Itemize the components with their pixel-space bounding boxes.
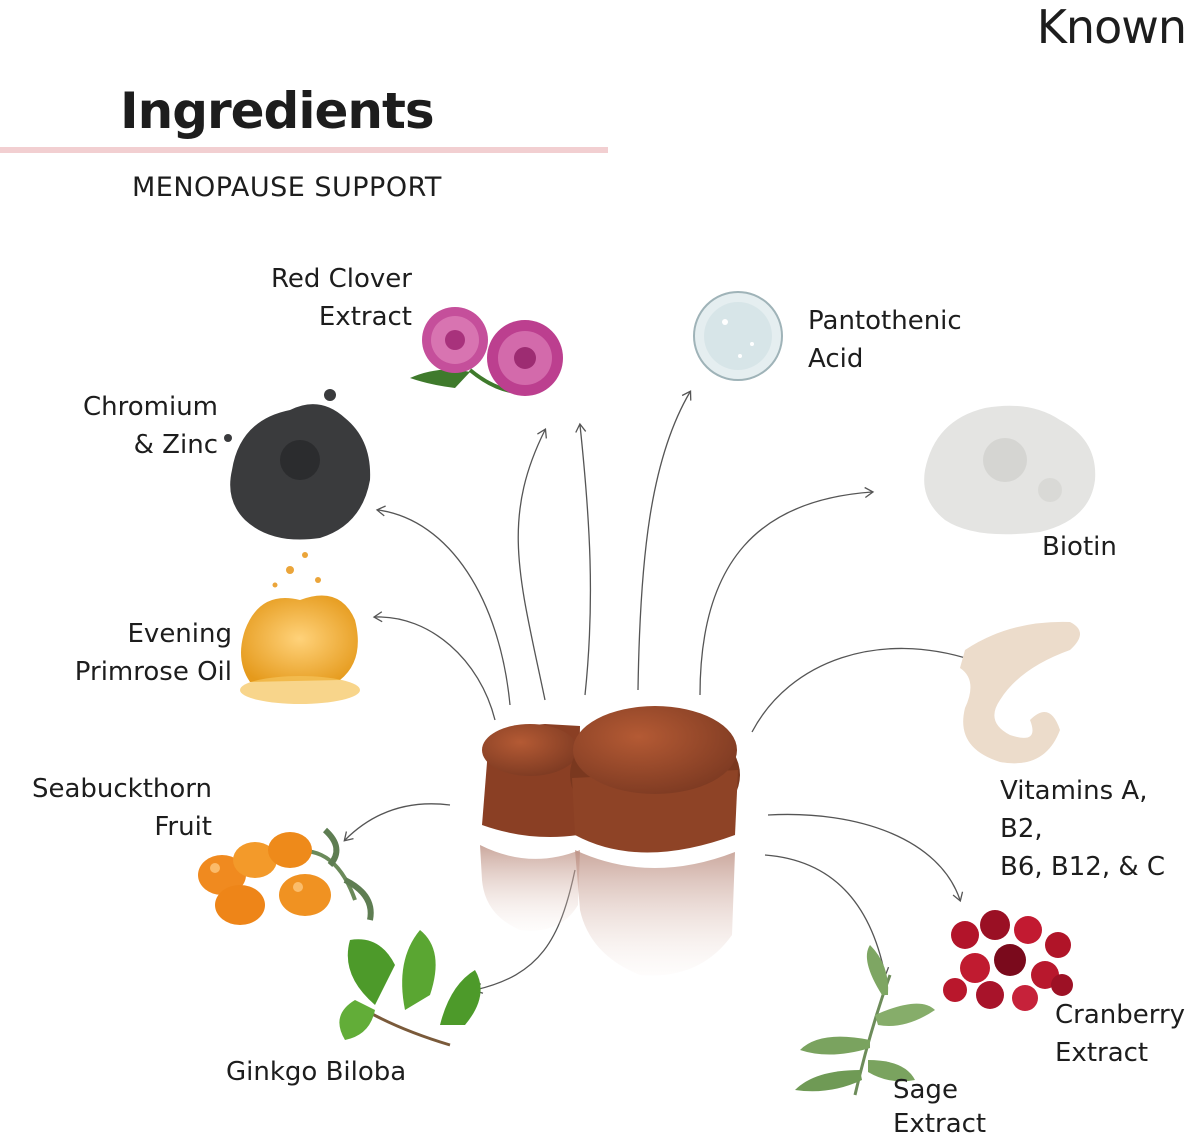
arrow-biotin bbox=[699, 486, 875, 696]
gummy-icon bbox=[482, 706, 740, 853]
sage-leaf-icon bbox=[795, 945, 935, 1096]
page-title: Ingredients bbox=[120, 82, 435, 140]
label-pantothenic: Pantothenic Acid bbox=[808, 306, 962, 374]
arrow-red-clover-2 bbox=[575, 422, 592, 696]
label-biotin: Biotin bbox=[1042, 532, 1117, 562]
label-ginkgo: Ginkgo Biloba bbox=[226, 1057, 407, 1087]
gel-drop-icon bbox=[693, 291, 783, 381]
arrow-chromium bbox=[375, 505, 511, 706]
label-cranberry: Cranberry Extract bbox=[1055, 1000, 1186, 1068]
arrow-seabuckthorn bbox=[343, 803, 451, 842]
page-subtitle: MENOPAUSE SUPPORT bbox=[132, 172, 442, 203]
label-primrose: Evening Primrose Oil bbox=[74, 619, 232, 687]
arrow-cranberry bbox=[767, 813, 964, 903]
berries-icon bbox=[198, 827, 374, 925]
arrow-vitamins bbox=[751, 647, 975, 733]
label-vitamins: Vitamins A, B2, B6, B12, & C bbox=[1000, 776, 1166, 882]
label-sage: Sage Extract bbox=[893, 1075, 987, 1139]
ginkgo-leaf-icon bbox=[339, 930, 481, 1047]
clover-flower-icon bbox=[410, 307, 563, 396]
cranberries-icon bbox=[943, 910, 1073, 1011]
brand-logo: Known bbox=[1036, 0, 1187, 54]
arrow-primrose bbox=[372, 611, 496, 721]
cream-swirl-icon bbox=[960, 621, 1080, 764]
label-chromium: Chromium & Zinc bbox=[82, 392, 218, 460]
white-powder-icon bbox=[924, 405, 1096, 535]
arrow-sage bbox=[764, 854, 890, 978]
arrow-red-clover bbox=[517, 428, 547, 701]
black-powder-icon bbox=[224, 389, 371, 540]
oil-splash-icon bbox=[240, 552, 360, 704]
gummy-reflection bbox=[480, 845, 735, 976]
arrow-pantothenic bbox=[637, 390, 692, 691]
title-underline bbox=[0, 147, 608, 153]
label-red-clover: Red Clover Extract bbox=[270, 264, 412, 332]
label-seabuckthorn: Seabuckthorn Fruit bbox=[31, 774, 212, 842]
